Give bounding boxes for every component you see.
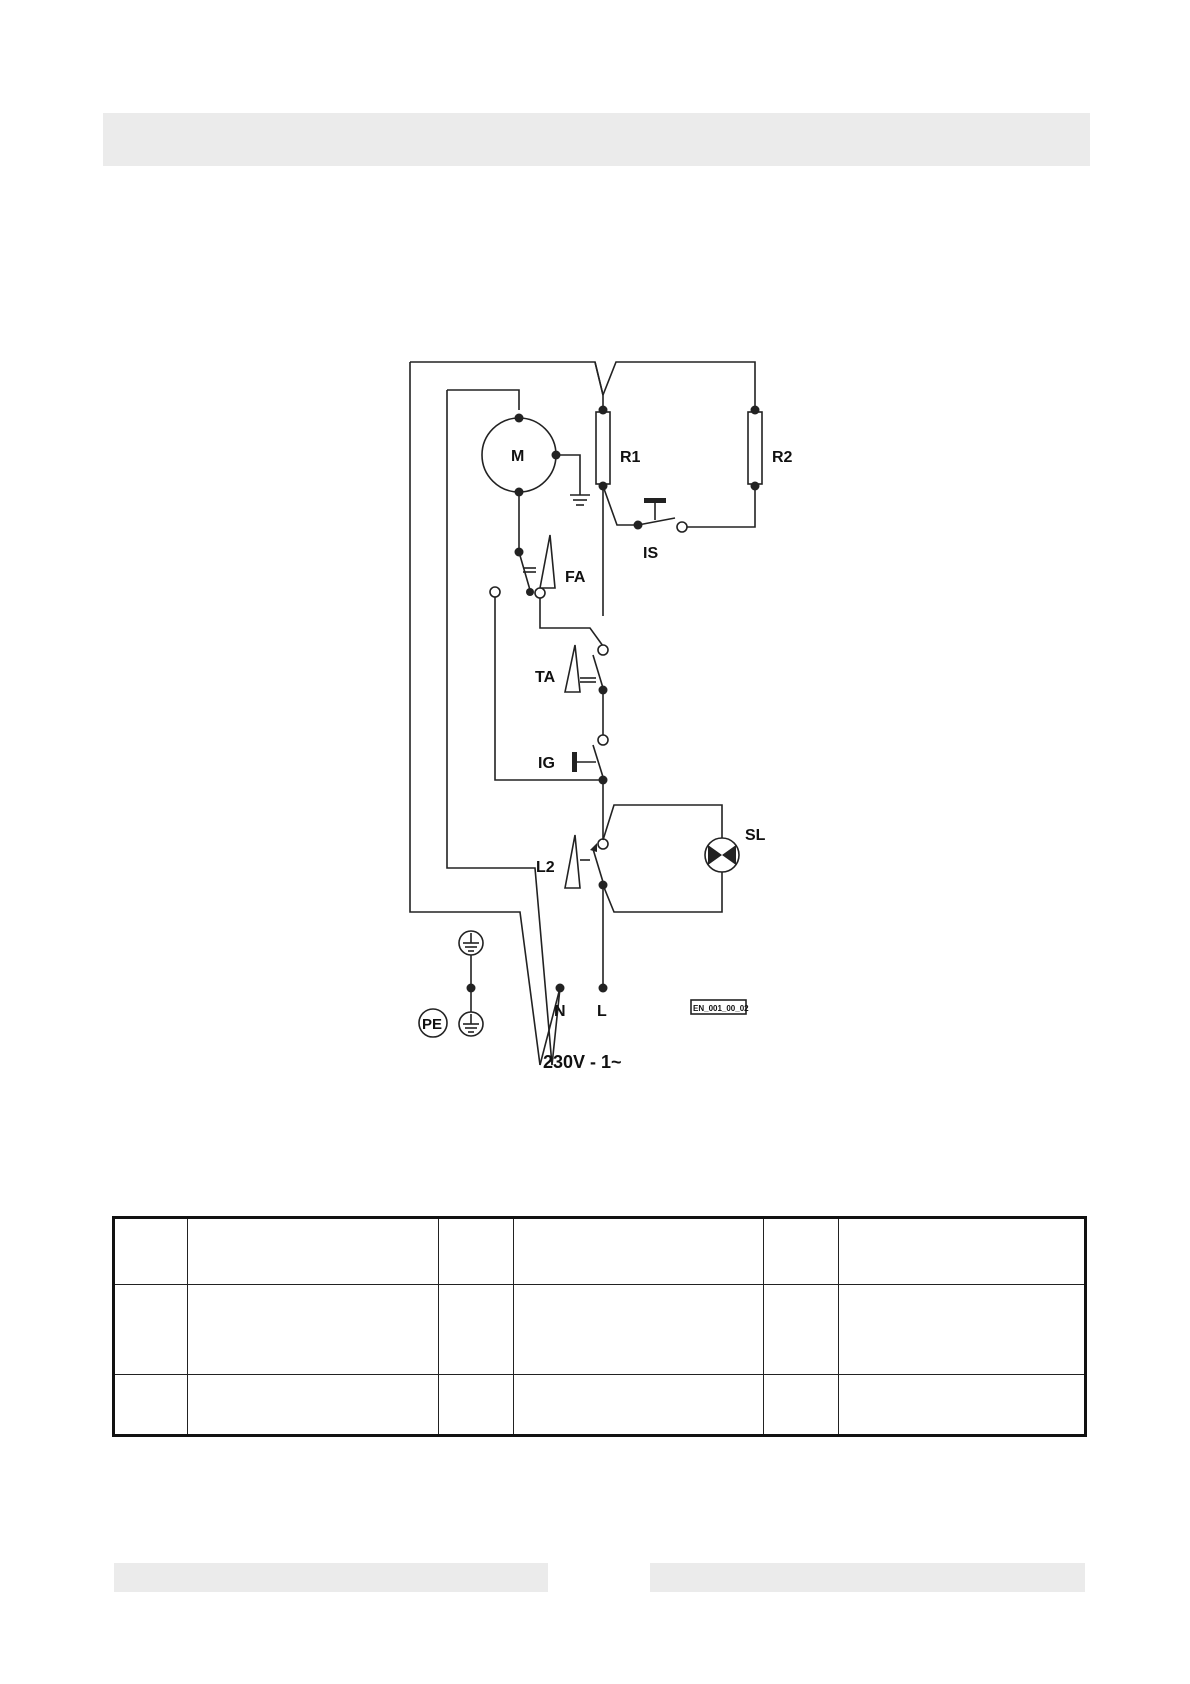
fa-switch: [518, 551, 531, 591]
wire-ig-fa: [494, 597, 603, 781]
table-cell: [762, 1283, 839, 1376]
wire-top-bus: [594, 361, 604, 396]
ig-switch: [592, 744, 604, 778]
wire-motor-left: [446, 390, 553, 1066]
pe-label: PE: [422, 1016, 442, 1033]
header-bar: [103, 113, 1090, 166]
table-row: [113, 1217, 1087, 1285]
table-cell: [437, 1217, 514, 1285]
table-cell: [512, 1217, 764, 1285]
is-label: IS: [643, 545, 658, 562]
table-cell: [512, 1374, 764, 1436]
ta-thermal-symbol: [564, 644, 581, 693]
ta-switch: [592, 654, 604, 689]
l2-switch: [592, 848, 604, 883]
terminal-l: [598, 983, 608, 993]
table-cell: [186, 1374, 439, 1436]
is-pushbutton: [644, 498, 666, 503]
voltage-label: 230V - 1~: [543, 1052, 622, 1072]
ig-button: [572, 752, 577, 772]
is-switch: [637, 517, 676, 526]
ground-symbol-bottom: [458, 1011, 484, 1037]
footer-bar-right: [650, 1563, 1085, 1592]
wire-top-right: [602, 361, 756, 396]
terminal-n-label: N: [554, 1003, 566, 1020]
table-cell: [437, 1374, 514, 1436]
table-cell: [837, 1283, 1087, 1376]
l2-thermal-symbol: [564, 834, 581, 889]
fa-thermal-symbol: [539, 534, 556, 589]
table-row: [113, 1283, 1087, 1376]
code-label: EN_001_00_02: [693, 1004, 749, 1013]
table-cell: [837, 1217, 1087, 1285]
wire-outer-left: [409, 362, 541, 1066]
table-cell: [762, 1217, 839, 1285]
r2-label: R2: [772, 449, 793, 466]
table-cell: [512, 1283, 764, 1376]
table-cell: [113, 1283, 188, 1376]
motor-label: M: [511, 448, 524, 465]
l2-label: L2: [536, 859, 555, 876]
r2-resistor: [747, 411, 763, 485]
sl-label: SL: [745, 827, 766, 844]
footer-bar-left: [114, 1563, 548, 1592]
wiring-diagram: M R1 R2 IS FA TA IG: [409, 361, 793, 1072]
r1-label: R1: [620, 449, 641, 466]
fa-label: FA: [565, 569, 586, 586]
table-cell: [837, 1374, 1087, 1436]
table-row: [113, 1374, 1087, 1436]
ta-label: TA: [535, 669, 556, 686]
table-cell: [437, 1283, 514, 1376]
table-cell: [113, 1374, 188, 1436]
table-cell: [186, 1217, 439, 1285]
table-cell: [186, 1283, 439, 1376]
table-cell: [113, 1217, 188, 1285]
terminal-l-label: L: [597, 1003, 607, 1020]
ig-label: IG: [538, 755, 555, 772]
wire-motor-loop: [447, 389, 520, 410]
wire-motor-ground: [556, 454, 581, 495]
legend-table: [112, 1216, 1087, 1437]
table-cell: [762, 1374, 839, 1436]
code-box: [690, 999, 747, 1015]
r1-resistor: [595, 411, 611, 485]
pe-symbol: [418, 1008, 448, 1038]
